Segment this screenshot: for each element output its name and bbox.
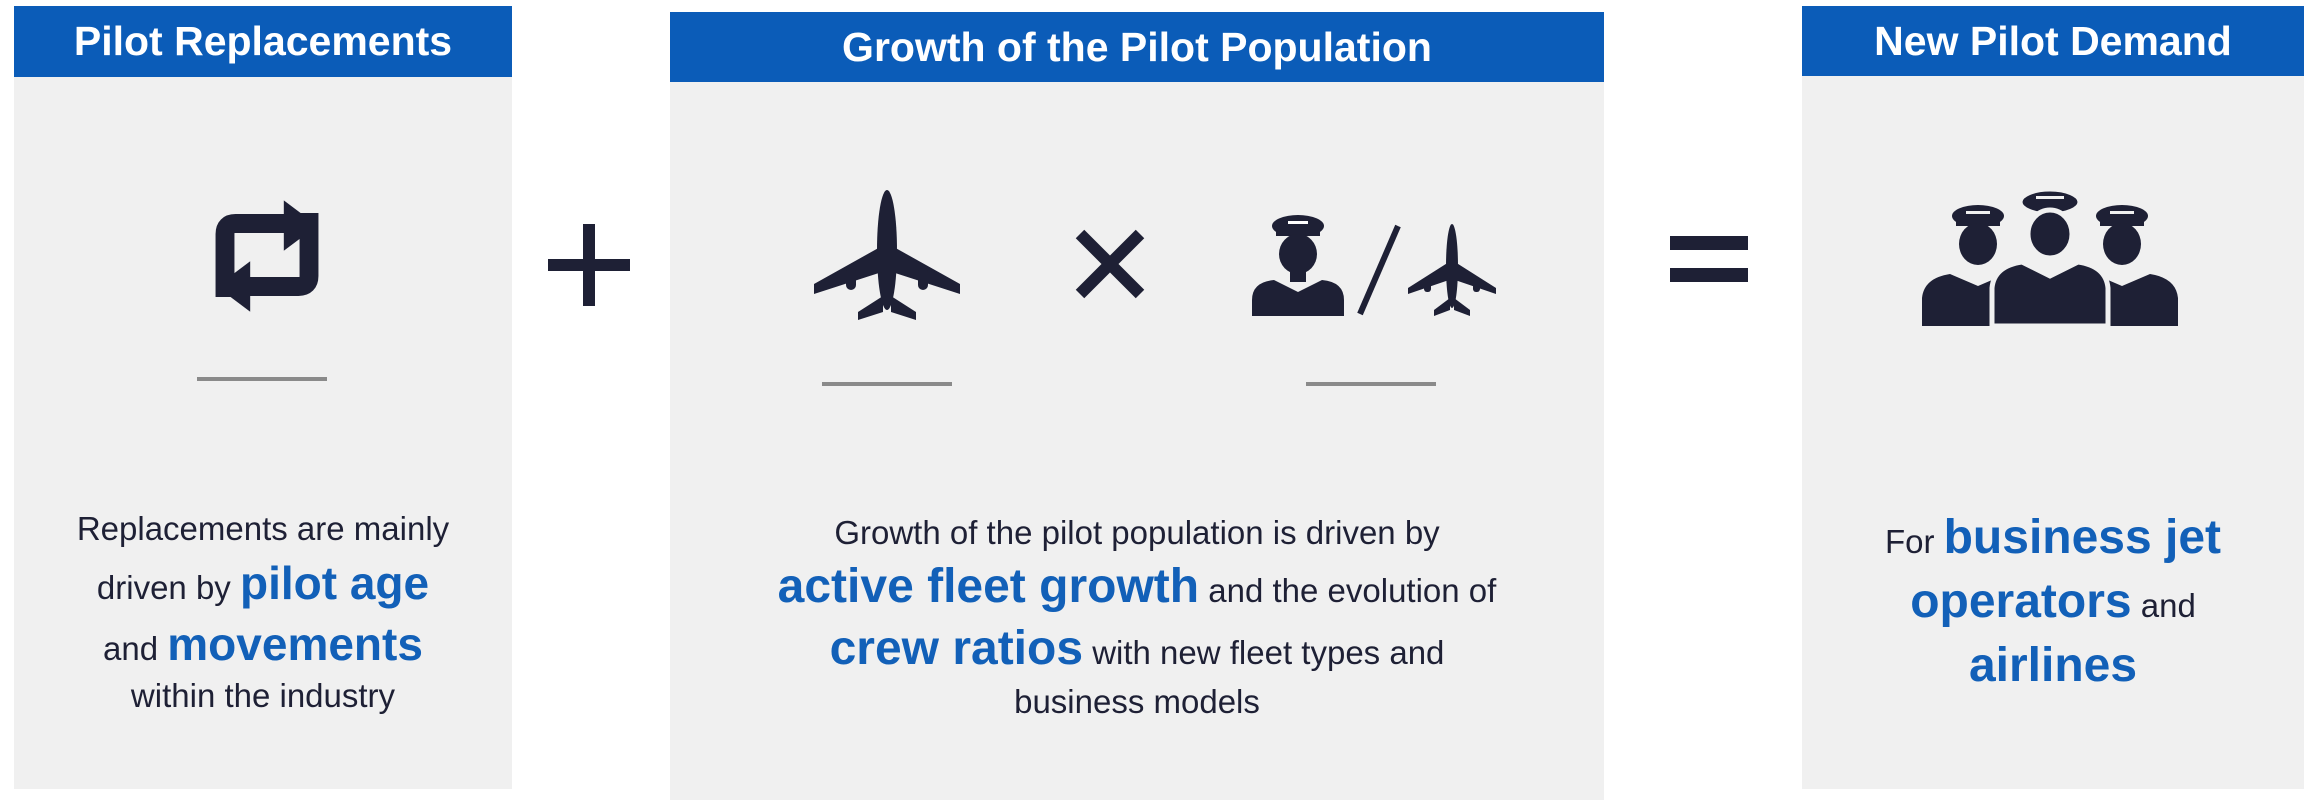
pilot-replacements-panel: Pilot Replacements Replacements are main… bbox=[14, 6, 512, 789]
desc-text: business models bbox=[1014, 683, 1260, 720]
divider-rule bbox=[1306, 382, 1436, 386]
panel-title: Growth of the Pilot Population bbox=[670, 12, 1604, 82]
desc-text: Replacements are mainly bbox=[76, 510, 450, 547]
emphasis-operators: operators bbox=[1910, 575, 2132, 628]
desc-text: and bbox=[2131, 587, 2196, 624]
small-airplane-icon bbox=[1408, 224, 1496, 316]
panel-title: Pilot Replacements bbox=[14, 6, 512, 77]
emphasis-pilot-age: pilot age bbox=[239, 557, 430, 609]
growth-description: Growth of the pilot population is driven… bbox=[670, 508, 1604, 722]
desc-line: active fleet growth and the evolution of bbox=[670, 558, 1604, 620]
desc-text: driven by bbox=[96, 569, 240, 606]
pilot-population-growth-panel: Growth of the Pilot Population Growth bbox=[670, 12, 1604, 800]
equals-operator bbox=[1670, 236, 1748, 282]
desc-line: crew ratios with new fleet types and bbox=[670, 620, 1604, 682]
desc-text: Growth of the pilot population is driven… bbox=[834, 514, 1440, 551]
plus-operator bbox=[548, 224, 630, 306]
pilot-icon bbox=[1252, 215, 1344, 316]
new-pilot-demand-panel: New Pilot Demand For business jet operat… bbox=[1802, 6, 2304, 789]
emphasis-airlines: airlines bbox=[1968, 639, 2138, 692]
desc-text: and the evolution of bbox=[1199, 572, 1497, 609]
replacements-description: Replacements are mainly driven by pilot … bbox=[14, 503, 512, 715]
desc-line: business models bbox=[670, 682, 1604, 722]
slash-divider bbox=[1357, 224, 1401, 316]
desc-text: with new fleet types and bbox=[1083, 634, 1445, 671]
divider-rule bbox=[822, 382, 952, 386]
airplane-icon bbox=[814, 190, 960, 320]
desc-text: within the industry bbox=[130, 677, 396, 714]
pilot-group-icon bbox=[1922, 186, 2178, 326]
desc-text: For bbox=[1884, 523, 1944, 560]
desc-line: and movements bbox=[14, 616, 512, 677]
desc-line: within the industry bbox=[14, 677, 512, 715]
multiply-operator bbox=[1075, 229, 1145, 299]
desc-line: For business jet bbox=[1802, 508, 2304, 572]
panel-title: New Pilot Demand bbox=[1802, 6, 2304, 76]
desc-text: and bbox=[103, 630, 168, 667]
desc-line: operators and bbox=[1802, 572, 2304, 636]
emphasis-crew-ratios: crew ratios bbox=[829, 622, 1084, 675]
emphasis-active-fleet-growth: active fleet growth bbox=[777, 560, 1200, 613]
desc-line: Replacements are mainly bbox=[14, 503, 512, 555]
emphasis-business-jet: business jet bbox=[1943, 511, 2222, 564]
divider-rule bbox=[197, 377, 327, 381]
desc-line: driven by pilot age bbox=[14, 555, 512, 616]
emphasis-movements: movements bbox=[167, 618, 423, 670]
desc-line: airlines bbox=[1802, 636, 2304, 700]
desc-line: Growth of the pilot population is driven… bbox=[670, 508, 1604, 558]
demand-description: For business jet operators and airlines bbox=[1802, 508, 2304, 700]
refresh-icon bbox=[215, 200, 319, 312]
